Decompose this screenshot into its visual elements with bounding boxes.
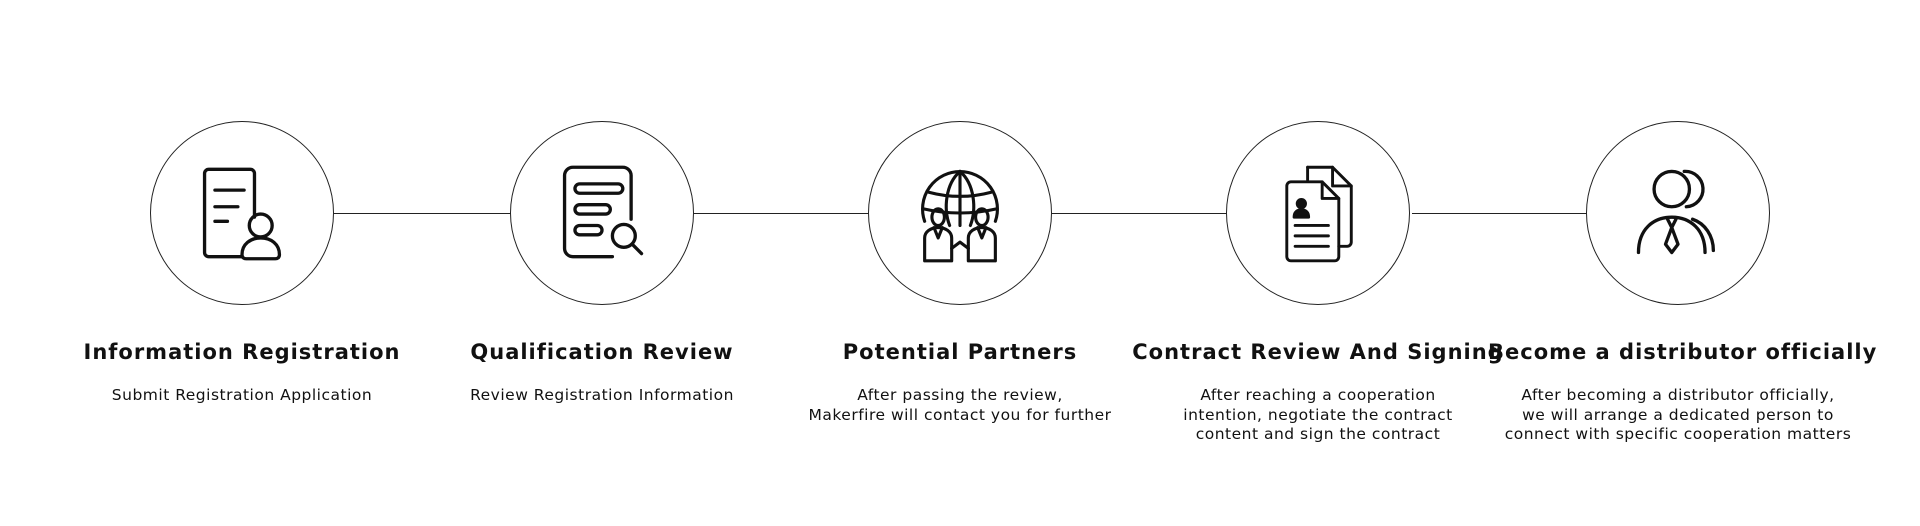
- connector-line: [1052, 213, 1228, 214]
- step-title: Potential Partners: [842, 340, 1078, 364]
- step-description-line: intention, negotiate the contract: [1183, 405, 1453, 424]
- step-circle: [1586, 121, 1770, 305]
- step-description-line: connect with specific cooperation matter…: [1504, 425, 1852, 443]
- connector-line: [694, 213, 870, 214]
- connector-line: [1412, 213, 1588, 214]
- step-title: Become a distributor officially: [1488, 340, 1878, 364]
- step-description-line: content and sign the contract: [1195, 425, 1441, 443]
- contract-documents-icon: [1266, 161, 1370, 265]
- step-circle: [868, 121, 1052, 305]
- connector-line: [334, 213, 512, 214]
- step-title: Information Registration: [83, 340, 401, 364]
- document-search-icon: [550, 161, 654, 265]
- step-description: Submit Registration Application: [52, 386, 432, 406]
- step-description: After passing the review, Makerfire will…: [770, 386, 1150, 425]
- step-description-line: we will arrange a dedicated person to: [1522, 405, 1834, 424]
- step-description-line: Makerfire will contact you for further: [808, 405, 1112, 424]
- step-description-line: After reaching a cooperation: [1200, 386, 1436, 404]
- step-description: After becoming a distributor officially,…: [1488, 386, 1868, 445]
- step-description-line: After passing the review,: [857, 386, 1063, 404]
- step-circle: [510, 121, 694, 305]
- step-title: Qualification Review: [470, 340, 734, 364]
- document-user-icon: [190, 161, 294, 265]
- step-qualification-review: Qualification Review Review Registration…: [412, 0, 792, 526]
- step-circle: [1226, 121, 1410, 305]
- step-title: Contract Review And Signing: [1132, 340, 1504, 364]
- step-circle: [150, 121, 334, 305]
- globe-partners-icon: [908, 161, 1012, 265]
- step-information-registration: Information Registration Submit Registra…: [52, 0, 432, 526]
- step-description: Review Registration Information: [412, 386, 792, 406]
- step-description-line: Submit Registration Application: [111, 386, 373, 404]
- step-contract-review-signing: Contract Review And Signing After reachi…: [1128, 0, 1508, 526]
- step-description-line: After becoming a distributor officially,: [1521, 386, 1835, 404]
- distributor-people-icon: [1626, 161, 1730, 265]
- step-description: After reaching a cooperation intention, …: [1128, 386, 1508, 445]
- step-become-distributor: Become a distributor officially After be…: [1488, 0, 1878, 526]
- step-potential-partners: Potential Partners After passing the rev…: [770, 0, 1150, 526]
- step-description-line: Review Registration Information: [470, 386, 734, 404]
